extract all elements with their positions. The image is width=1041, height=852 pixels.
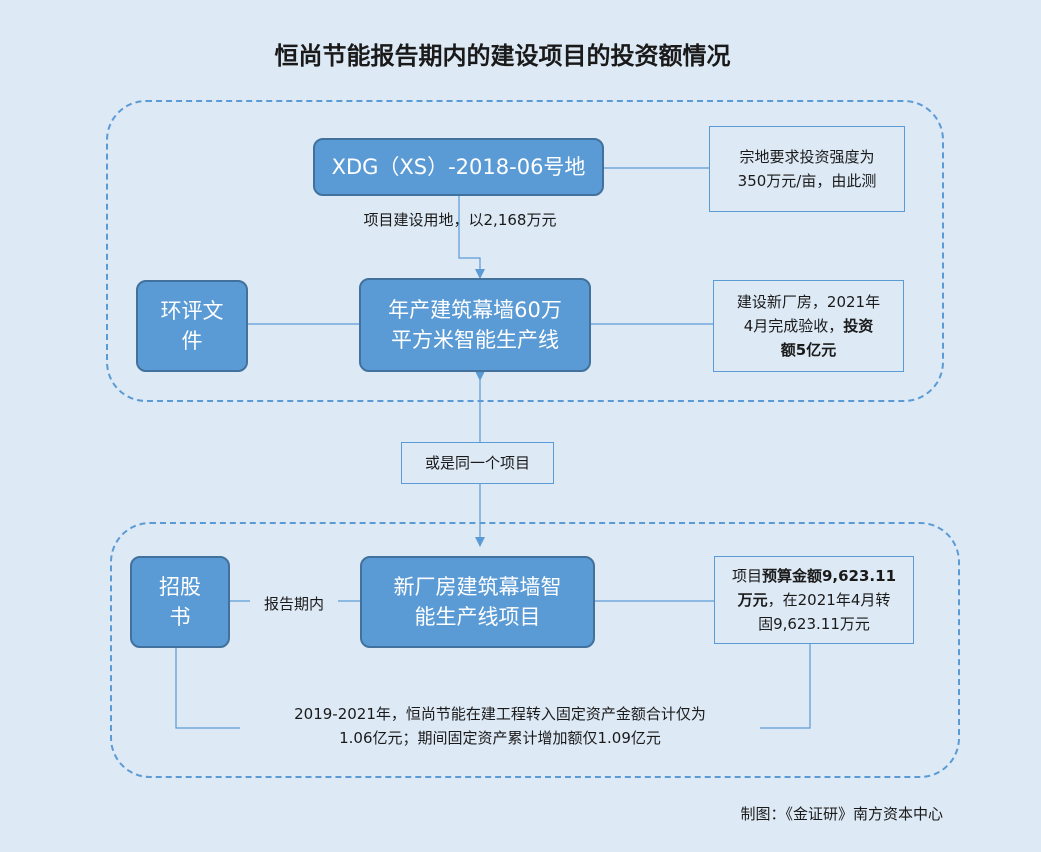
land-parcel-label: XDG（XS）-2018-06号地 (331, 154, 586, 179)
same-project-note: 或是同一个项目 (401, 442, 554, 484)
summary-text: 2019-2021年，恒尚节能在建工程转入固定资产金额合计仅为 1.06亿元；期… (240, 702, 760, 750)
project-note-pre: 项目 (731, 567, 762, 585)
land-use-label: 项目建设用地，以2,168万元 (363, 211, 557, 229)
project-note-bold-2: 万元 (737, 591, 768, 609)
chart-credit: 制图：《金证研》南方资本中心 (740, 805, 943, 823)
reporting-period-label: 报告期内 (263, 595, 324, 613)
eia-document-node: 环评文 件 (136, 280, 248, 372)
project-budget-note: 项目预算金额9,623.11 万元，在2021年4月转 固9,623.11万元 (714, 556, 914, 644)
eia-label-line-2: 件 (181, 329, 203, 353)
project-note-line-2: ，在2021年4月转 (767, 591, 891, 609)
summary-line-2: 1.06亿元；期间固定资产累计增加额仅1.09亿元 (339, 729, 661, 747)
prospectus-label-1: 招股 (159, 574, 201, 599)
new-plant-label-2: 能生产线项目 (414, 605, 541, 629)
land-note-line-2: 350万元/亩，由此测 (737, 172, 877, 190)
land-investment-note: 宗地要求投资强度为 350万元/亩，由此测 (709, 126, 905, 212)
connector-note-to-summary (760, 644, 811, 729)
new-plant-label-1: 新厂房建筑幕墙智 (393, 574, 562, 599)
line-note-bold-1: 投资 (843, 317, 874, 335)
prospectus-label-2: 书 (169, 605, 191, 629)
project-note-line-3: 固9,623.11万元 (758, 615, 870, 633)
line-note-bold-2: 额5亿元 (780, 341, 837, 359)
connector-land-to-line (458, 196, 485, 279)
production-line-label-2: 平方米智能生产线 (390, 328, 559, 352)
production-line-note: 建设新厂房，2021年 4月完成验收，投资 额5亿元 (713, 280, 904, 372)
production-line-node: 年产建筑幕墙60万 平方米智能生产线 (359, 278, 591, 372)
connector-prospectus-to-summary (175, 648, 240, 729)
production-line-label-1: 年产建筑幕墙60万 (388, 297, 562, 322)
same-project-label: 或是同一个项目 (424, 454, 530, 472)
diagram-title: 恒尚节能报告期内的建设项目的投资额情况 (274, 42, 731, 70)
prospectus-node: 招股 书 (130, 556, 230, 648)
summary-line-1: 2019-2021年，恒尚节能在建工程转入固定资产金额合计仅为 (294, 705, 706, 723)
land-note-line-1: 宗地要求投资强度为 (739, 148, 875, 166)
top-group-frame (106, 100, 944, 402)
bottom-group-frame (110, 522, 960, 778)
land-parcel-node: XDG（XS）-2018-06号地 (313, 138, 604, 196)
line-note-line-2: 4月完成验收， (743, 317, 844, 335)
eia-label-line-1: 环评文 (160, 298, 224, 323)
line-note-line-1: 建设新厂房，2021年 (736, 293, 881, 311)
new-plant-project-node: 新厂房建筑幕墙智 能生产线项目 (360, 556, 595, 648)
project-note-bold-1: 预算金额9,623.11 (761, 567, 897, 585)
